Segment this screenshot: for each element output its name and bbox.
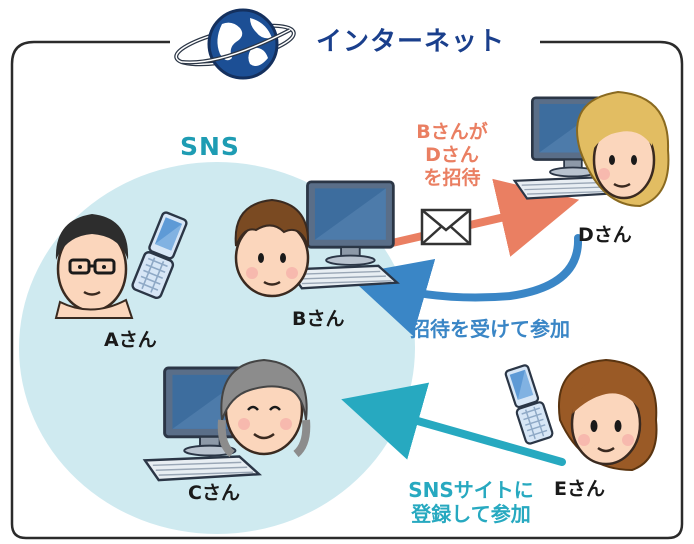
person-c-name: Cさん	[188, 482, 240, 504]
person-a	[54, 209, 192, 319]
person-b	[234, 180, 399, 298]
person-a-name: Aさん	[104, 329, 157, 351]
register-arrow	[341, 382, 566, 466]
register-line-1: SNSサイトに	[408, 478, 534, 502]
invite-line-3: を招待	[423, 166, 481, 189]
register-line-2: 登録して参加	[411, 502, 531, 526]
accept-caption: 招待を受けて参加	[410, 317, 570, 341]
internet-title: インターネット	[316, 27, 506, 57]
envelope-icon	[420, 208, 472, 246]
globe-icon	[174, 8, 296, 80]
sns-label: SNS	[180, 132, 240, 161]
mobile-phone-icon	[502, 362, 555, 446]
person-d	[513, 90, 670, 208]
person-e	[502, 358, 658, 472]
internet-frame	[10, 40, 684, 540]
register-caption: SNSサイトに 登録して参加	[396, 478, 546, 526]
invite-caption: Bさんが Dさん を招待	[404, 121, 500, 189]
invite-line-1: Bさんが	[416, 121, 488, 143]
invite-line-2: Dさん	[425, 143, 479, 166]
person-e-name: Eさん	[554, 478, 605, 500]
person-d-name: Dさん	[578, 224, 632, 246]
person-c	[143, 358, 311, 482]
person-b-name: Bさん	[292, 308, 345, 330]
accept-arrow	[347, 234, 583, 336]
